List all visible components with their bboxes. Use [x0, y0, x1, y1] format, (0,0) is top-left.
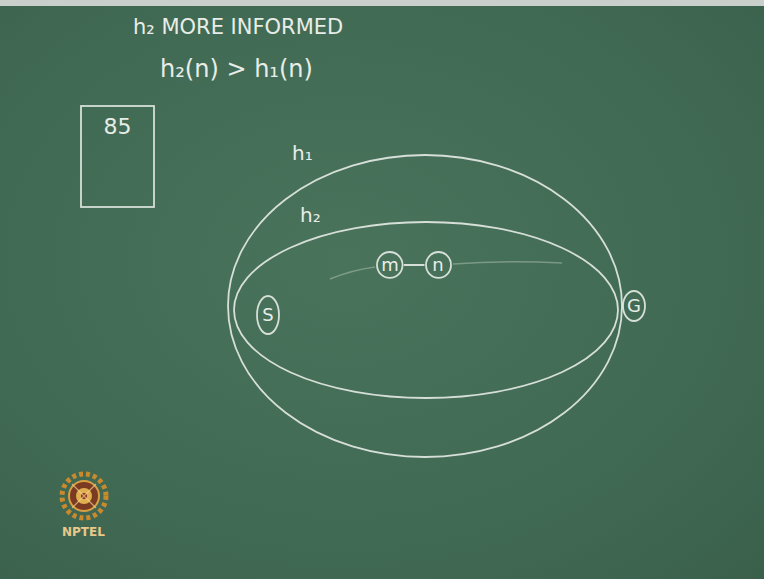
board-frame [0, 0, 764, 6]
contour-label: h₁ [292, 142, 313, 164]
inequality-note: h₂(n) > h₁(n) [160, 56, 313, 82]
state-name: m [381, 255, 399, 275]
state-circle: G [622, 290, 646, 322]
state-circle: S [256, 295, 280, 335]
edge-line [404, 264, 425, 265]
nptel-logo [62, 474, 106, 518]
state-circle: n [425, 251, 452, 279]
value-box: 85 [80, 105, 155, 208]
state-name: G [627, 296, 641, 316]
node-outline [228, 198, 624, 404]
state-circle: m [376, 251, 404, 279]
heuristic-contour: h₁ h₂ Sm nG [222, 138, 662, 465]
heading-note: h₂ MORE INFORMED [133, 16, 343, 39]
state-name: S [262, 305, 273, 325]
node-outline [222, 138, 662, 465]
watermark: NPTEL [62, 526, 105, 539]
contour-label: h₂ [300, 204, 321, 226]
heuristic-contour: h₂ Sm n [228, 198, 624, 404]
state-name: n [432, 255, 443, 275]
value-text: 85 [104, 115, 132, 139]
